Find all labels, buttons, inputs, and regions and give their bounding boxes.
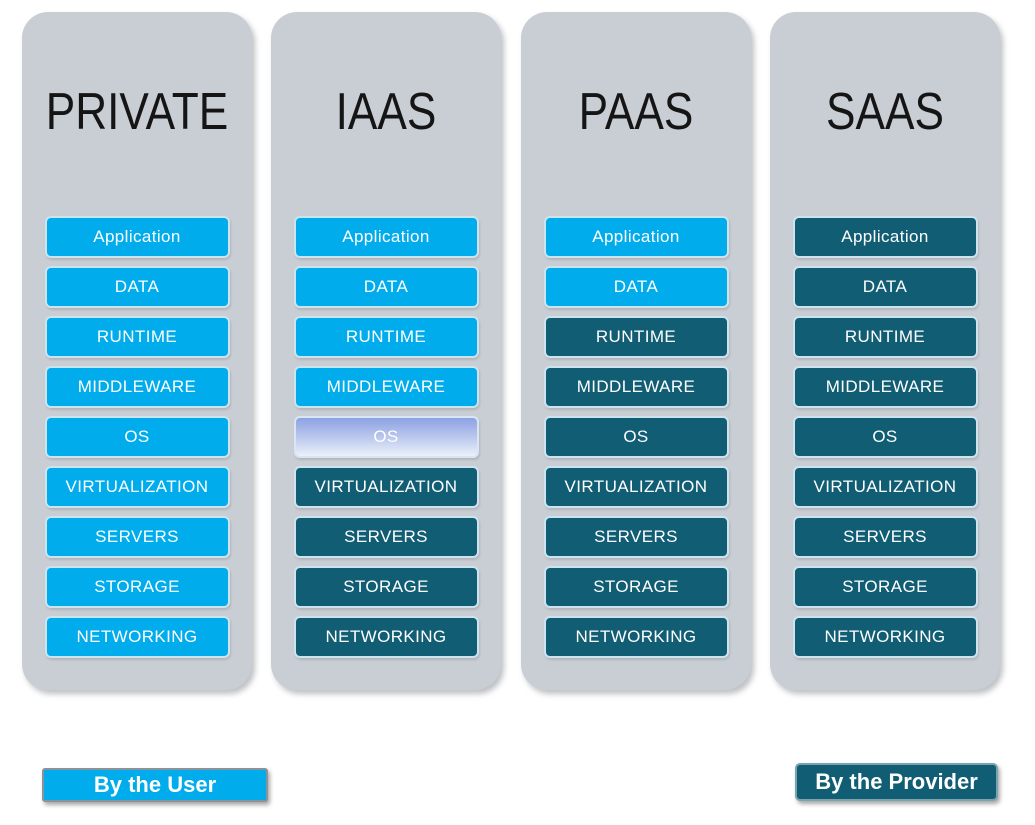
layer-os: OS: [293, 416, 479, 458]
layer-networking: NETWORKING: [543, 616, 729, 658]
layer-middleware: MIDDLEWARE: [44, 366, 230, 408]
layer-virtualization: VIRTUALIZATION: [293, 466, 479, 508]
layer-networking: NETWORKING: [792, 616, 978, 658]
layer-data: DATA: [543, 266, 729, 308]
layer-virtualization: VIRTUALIZATION: [44, 466, 230, 508]
column-title-private: PRIVATE: [45, 83, 229, 141]
layer-application: Application: [543, 216, 729, 258]
layer-data: DATA: [792, 266, 978, 308]
layer-middleware: MIDDLEWARE: [543, 366, 729, 408]
layer-storage: STORAGE: [792, 566, 978, 608]
layer-runtime: RUNTIME: [543, 316, 729, 358]
layer-data: DATA: [293, 266, 479, 308]
layer-virtualization: VIRTUALIZATION: [543, 466, 729, 508]
layer-data: DATA: [44, 266, 230, 308]
layer-os: OS: [44, 416, 230, 458]
layer-virtualization: VIRTUALIZATION: [792, 466, 978, 508]
layer-runtime: RUNTIME: [44, 316, 230, 358]
legend-by-the-provider: By the Provider: [795, 763, 998, 801]
column-title-saas: SAAS: [826, 83, 944, 141]
layer-networking: NETWORKING: [44, 616, 230, 658]
layer-os: OS: [543, 416, 729, 458]
layer-storage: STORAGE: [44, 566, 230, 608]
layer-storage: STORAGE: [293, 566, 479, 608]
layer-servers: SERVERS: [792, 516, 978, 558]
column-title-iaas: IAAS: [335, 83, 437, 141]
layer-application: Application: [293, 216, 479, 258]
layer-runtime: RUNTIME: [792, 316, 978, 358]
layer-application: Application: [44, 216, 230, 258]
layer-runtime: RUNTIME: [293, 316, 479, 358]
layer-servers: SERVERS: [44, 516, 230, 558]
layer-os: OS: [792, 416, 978, 458]
layer-middleware: MIDDLEWARE: [293, 366, 479, 408]
layer-networking: NETWORKING: [293, 616, 479, 658]
legend-by-the-user: By the User: [42, 768, 268, 802]
layer-storage: STORAGE: [543, 566, 729, 608]
column-title-paas: PAAS: [578, 83, 694, 141]
layer-middleware: MIDDLEWARE: [792, 366, 978, 408]
layer-application: Application: [792, 216, 978, 258]
layer-servers: SERVERS: [543, 516, 729, 558]
layer-servers: SERVERS: [293, 516, 479, 558]
